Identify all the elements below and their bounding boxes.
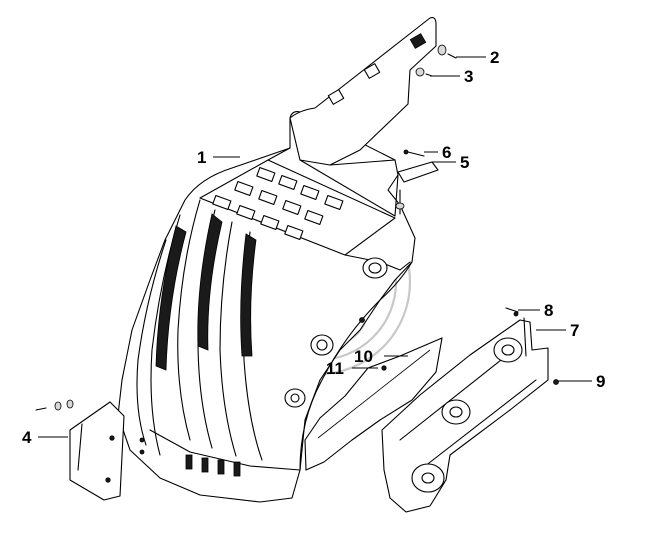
skirt-slots xyxy=(185,454,241,477)
small-flap-4 xyxy=(35,399,145,501)
callout-9: 9 xyxy=(596,372,605,391)
callout-4: 4 xyxy=(22,428,32,447)
callout-labels: 1 2 3 4 5 6 7 8 9 10 11 xyxy=(22,48,605,447)
callout-5: 5 xyxy=(460,153,469,172)
leader-lines xyxy=(38,56,592,438)
callout-6: 6 xyxy=(442,143,451,162)
callout-3: 3 xyxy=(464,67,473,86)
callout-1: 1 xyxy=(197,148,206,167)
callout-10: 10 xyxy=(354,347,373,366)
shield-plate-10 xyxy=(304,337,443,471)
callout-2: 2 xyxy=(490,48,499,67)
mounting-bosses xyxy=(284,257,388,408)
deck-openings xyxy=(212,166,344,240)
panel-ribs xyxy=(136,199,263,461)
callout-8: 8 xyxy=(544,301,553,320)
inner-fender-panel xyxy=(117,111,416,503)
bracket-5-6 xyxy=(395,149,439,215)
upper-flap xyxy=(289,17,437,217)
callout-11: 11 xyxy=(326,359,344,378)
guard-plate-7 xyxy=(381,307,559,513)
callout-7: 7 xyxy=(570,321,579,340)
bolt-and-washer-2-3 xyxy=(415,44,457,77)
